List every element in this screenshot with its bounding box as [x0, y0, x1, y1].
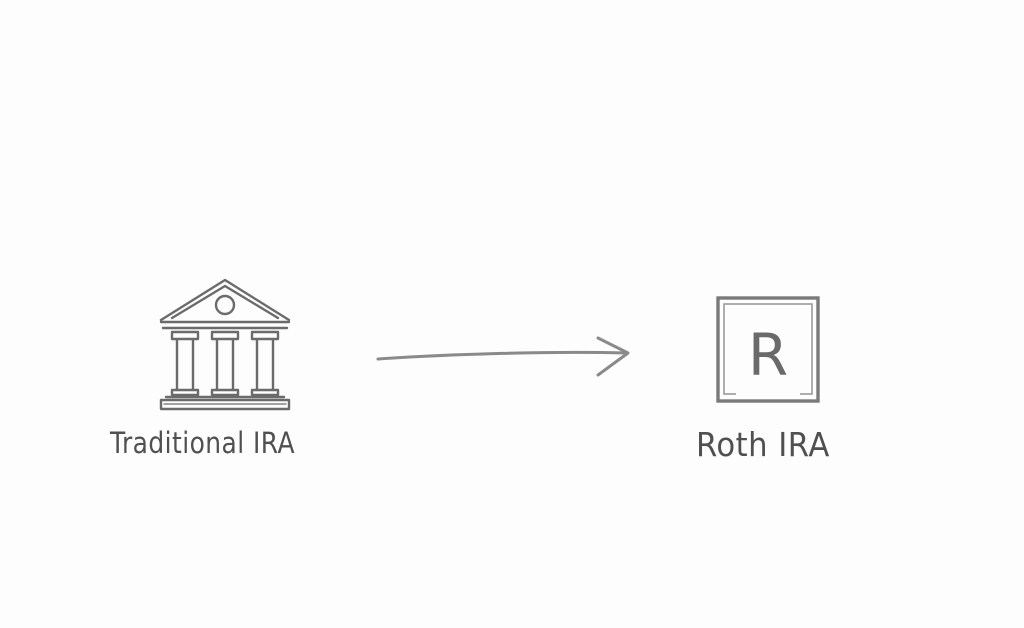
roth-r-box-icon: R: [714, 294, 824, 406]
conversion-arrow: [372, 330, 637, 382]
bank-building-icon: [158, 278, 292, 414]
traditional-ira-label: Traditional IRA: [110, 426, 295, 460]
traditional-ira-node: Traditional IRA: [100, 270, 340, 470]
roth-letter: R: [748, 321, 788, 389]
roth-ira-label: Roth IRA: [696, 425, 830, 464]
roth-ira-node: R Roth IRA: [680, 285, 900, 475]
